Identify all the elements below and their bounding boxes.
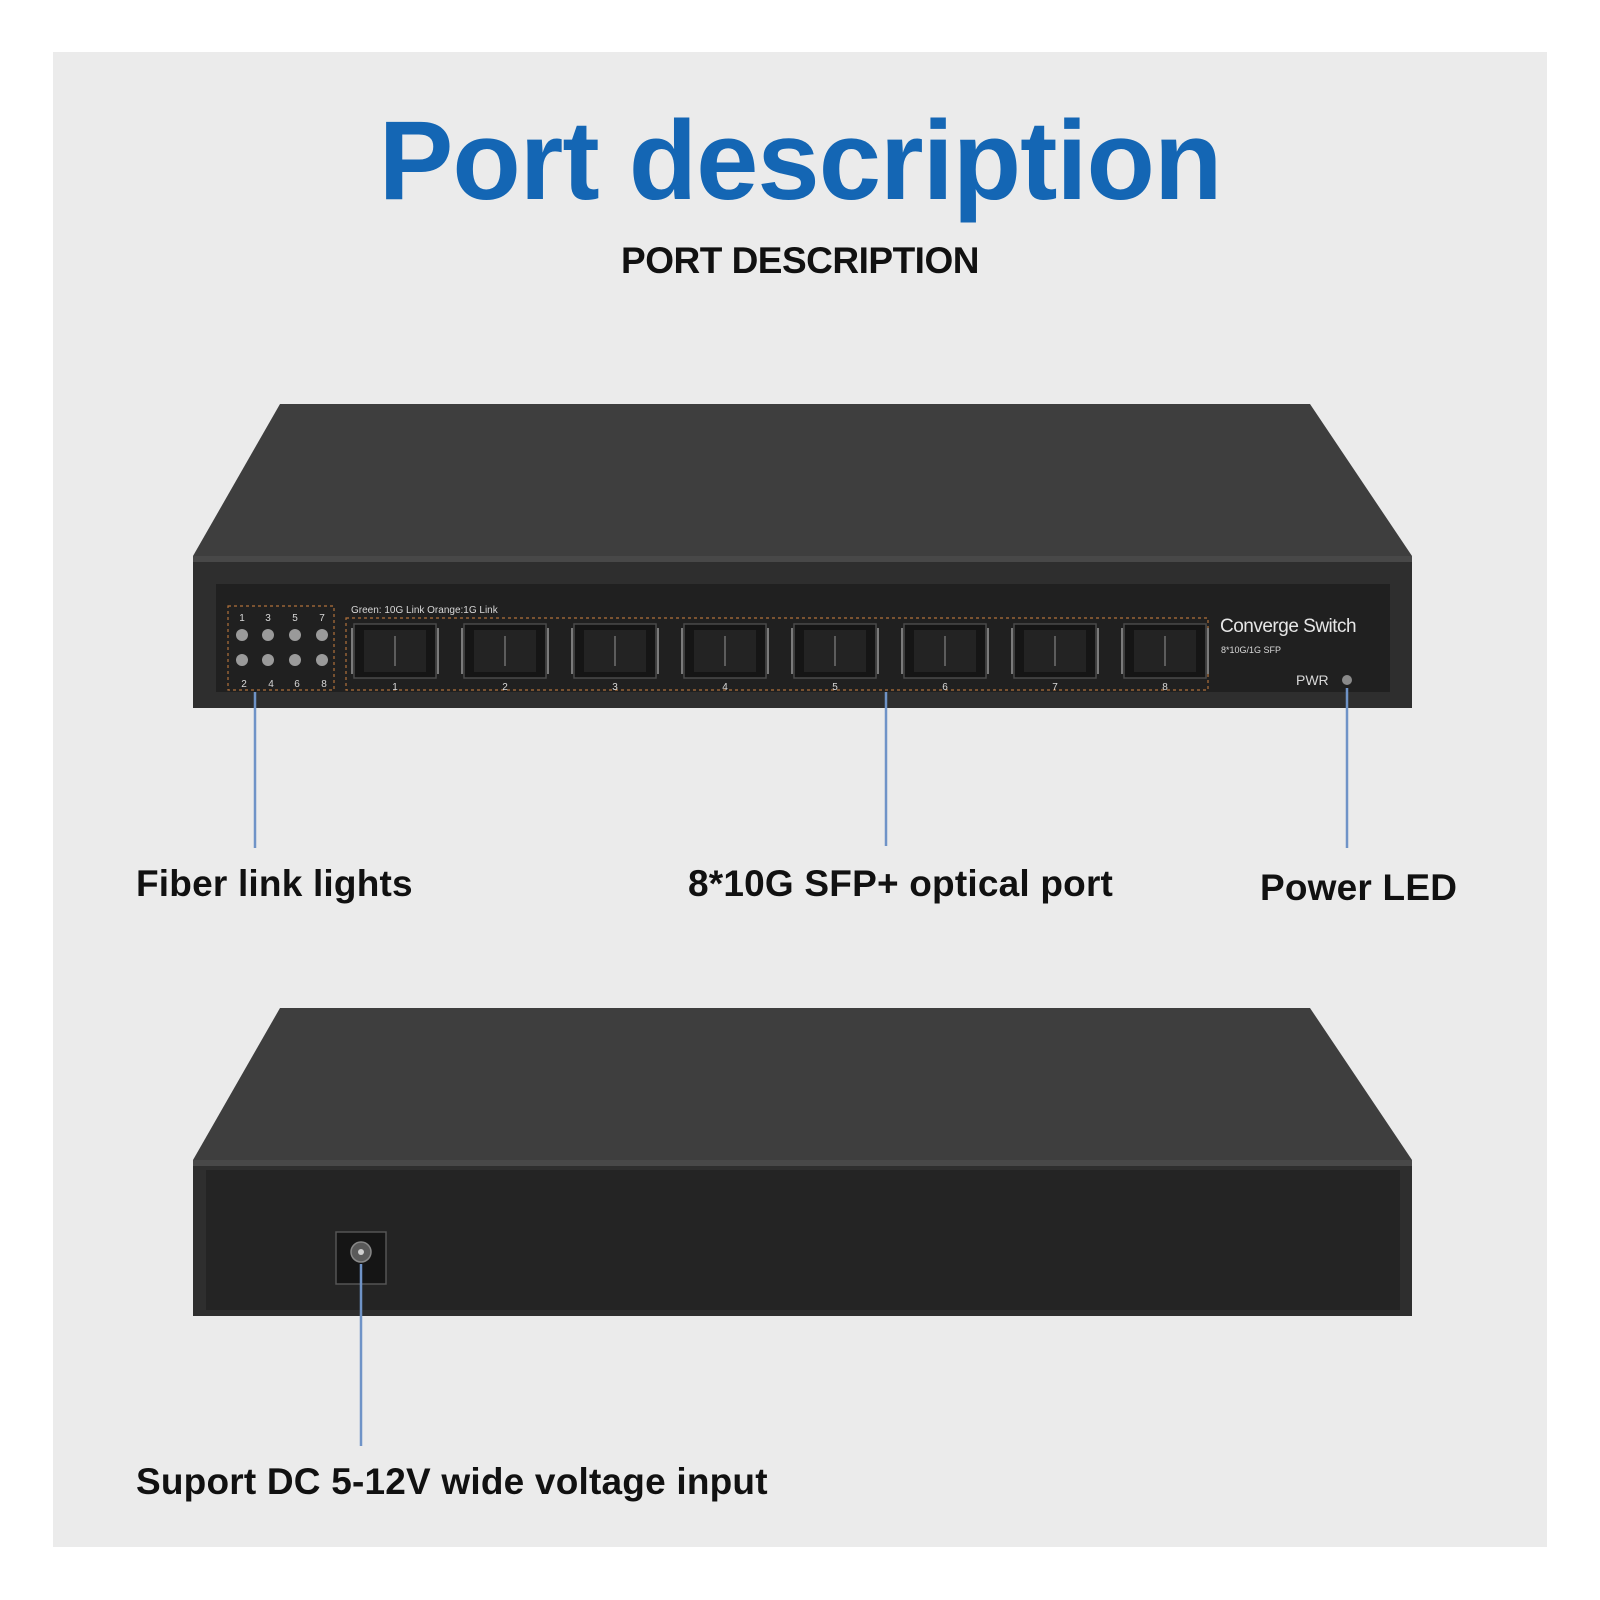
sfp-port: 2 xyxy=(461,623,549,693)
brand-subtitle: 8*10G/1G SFP xyxy=(1221,645,1281,655)
sfp-port-number: 7 xyxy=(1052,682,1058,693)
callout-fiber-link-lights: Fiber link lights xyxy=(136,863,413,904)
link-led xyxy=(262,629,274,641)
rear-top-face xyxy=(193,1008,1412,1160)
callout-dc-input: Suport DC 5-12V wide voltage input xyxy=(136,1461,768,1502)
led-number: 3 xyxy=(265,613,271,624)
power-led xyxy=(1342,675,1352,685)
sfp-port-number: 4 xyxy=(722,682,728,693)
sfp-port-group: 1 2 3 4 5 6 7 8 xyxy=(351,623,1209,693)
sfp-port: 3 xyxy=(571,623,659,693)
sfp-port-number: 8 xyxy=(1162,682,1168,693)
sfp-port: 8 xyxy=(1121,623,1209,693)
led-number: 6 xyxy=(294,679,300,690)
link-led xyxy=(236,654,248,666)
led-number-row-top: 1 3 5 7 xyxy=(239,613,325,624)
sfp-port: 4 xyxy=(681,623,769,693)
sfp-port: 7 xyxy=(1011,623,1099,693)
page-title: Port description xyxy=(378,98,1223,223)
page-subtitle: PORT DESCRIPTION xyxy=(621,240,979,281)
sfp-port: 6 xyxy=(901,623,989,693)
sfp-port-number: 6 xyxy=(942,682,948,693)
led-number: 8 xyxy=(321,679,327,690)
callout-power-led: Power LED xyxy=(1260,867,1458,908)
sfp-port: 5 xyxy=(791,623,879,693)
link-led xyxy=(236,629,248,641)
led-box xyxy=(227,605,335,691)
link-led xyxy=(316,629,328,641)
sfp-port-number: 1 xyxy=(392,682,398,693)
fiber-link-leds xyxy=(236,629,328,666)
led-number: 1 xyxy=(239,613,245,624)
rear-inner-panel xyxy=(206,1170,1400,1310)
callout-sfp-ports: 8*10G SFP+ optical port xyxy=(688,863,1114,904)
led-number: 5 xyxy=(292,613,298,624)
front-top-face xyxy=(193,404,1412,556)
led-number: 7 xyxy=(319,613,325,624)
sfp-port-box xyxy=(345,617,1209,691)
link-led xyxy=(289,654,301,666)
link-legend: Green: 10G Link Orange:1G Link xyxy=(351,605,499,616)
led-number-row-bottom: 2 4 6 8 xyxy=(241,679,327,690)
brand-title: Converge Switch xyxy=(1220,616,1356,637)
link-led xyxy=(262,654,274,666)
switch-rear-view xyxy=(193,1008,1412,1446)
led-number: 2 xyxy=(241,679,247,690)
sfp-port: 1 xyxy=(351,623,439,693)
sfp-port-number: 5 xyxy=(832,682,838,693)
pwr-label: PWR xyxy=(1296,672,1329,688)
sfp-port-number: 2 xyxy=(502,682,508,693)
link-led xyxy=(289,629,301,641)
led-number: 4 xyxy=(268,679,274,690)
link-led xyxy=(316,654,328,666)
sfp-port-number: 3 xyxy=(612,682,618,693)
